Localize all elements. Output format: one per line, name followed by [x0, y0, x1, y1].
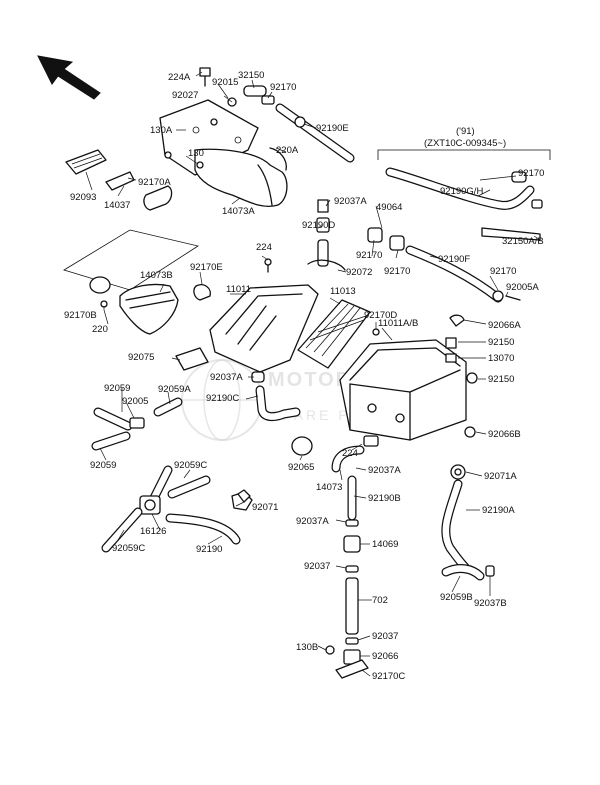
hose-92190F-group — [367, 227, 521, 303]
label-92059B: 92059B — [440, 592, 473, 603]
fasteners-group — [237, 258, 380, 503]
label-224: 224 — [256, 242, 272, 253]
label-92059C-bottom: 92059C — [112, 543, 145, 554]
air-filter-11013 — [297, 299, 371, 369]
right-fittings-group — [445, 314, 478, 480]
label-92190B: 92190B — [368, 493, 401, 504]
label-92170-variant: 92170 — [518, 168, 544, 179]
label-92005: 92005 — [122, 396, 148, 407]
label-92190: 92190 — [196, 544, 222, 555]
label-92170-mid: 92170 — [356, 250, 382, 261]
elbow-14073-group — [291, 435, 379, 473]
label-224A: 224A — [168, 72, 191, 83]
label-92071: 92071 — [252, 502, 278, 513]
label-14073A: 14073A — [222, 206, 255, 217]
label-92170D: 92170D — [364, 310, 397, 321]
label-14073B: 14073B — [140, 270, 173, 281]
label-14069: 14069 — [372, 539, 398, 550]
front-direction-arrow-icon — [37, 55, 101, 100]
label-92190D: 92190D — [302, 220, 335, 231]
label-92190C: 92190C — [206, 393, 239, 404]
part-labels: 224A 92015 32150 92027 92170 130A 92190E… — [64, 70, 544, 682]
label-92037: 92037 — [304, 561, 330, 572]
label-92066A: 92066A — [488, 320, 521, 331]
label-92037A-low: 92037A — [368, 465, 401, 476]
hose-92190C-group — [251, 371, 301, 422]
label-92170-right: 92170 — [490, 266, 516, 277]
label-220: 220 — [92, 324, 108, 335]
label-92190E: 92190E — [316, 123, 349, 134]
hose-92190A-group — [441, 479, 495, 581]
label-92170B: 92170B — [64, 310, 97, 321]
label-92005A: 92005A — [506, 282, 539, 293]
label-92170A: 92170A — [138, 177, 171, 188]
reed-valve-16126-group — [101, 465, 253, 553]
label-92066: 92066 — [372, 651, 398, 662]
label-92170E: 92170E — [190, 262, 223, 273]
label-92037B: 92037B — [474, 598, 507, 609]
label-92190F: 92190F — [438, 254, 470, 265]
label-92170-top: 92170 — [270, 82, 296, 93]
label-130: 130 — [188, 148, 204, 159]
label-92150-right: 92150 — [488, 374, 514, 385]
label-11013: 11013 — [330, 286, 356, 297]
label-92015: 92015 — [212, 77, 238, 88]
label-11011AB: 11011A/B — [378, 318, 418, 329]
left-hoses-group — [91, 397, 183, 451]
label-11011: 11011 — [226, 284, 251, 295]
label-variant-year: ('91) — [456, 126, 475, 137]
label-92072: 92072 — [346, 267, 372, 278]
label-92037-low: 92037 — [372, 631, 398, 642]
label-92170C: 92170C — [372, 671, 405, 682]
label-224-low: 224 — [342, 448, 358, 459]
label-92075: 92075 — [128, 352, 154, 363]
label-92065: 92065 — [288, 462, 314, 473]
label-14073: 14073 — [316, 482, 342, 493]
variant-hose-group — [377, 149, 551, 241]
label-49064: 49064 — [376, 202, 402, 213]
label-92190GH: 92190G/H — [440, 186, 483, 197]
label-92170-mid2: 92170 — [384, 266, 410, 277]
label-92150-top: 92150 — [488, 337, 514, 348]
label-92093: 92093 — [70, 192, 96, 203]
label-16126: 16126 — [140, 526, 166, 537]
leader-lines — [85, 71, 541, 677]
label-14037: 14037 — [104, 200, 130, 211]
label-92027: 92027 — [172, 90, 198, 101]
label-220A: 220A — [276, 145, 299, 156]
pad-92075 — [175, 347, 209, 371]
label-92059A: 92059A — [158, 384, 191, 395]
hose-92190D-group — [307, 199, 346, 271]
inlet-funnel-14073B — [89, 276, 211, 335]
label-92066B: 92066B — [488, 429, 521, 440]
label-92037A-mid: 92037A — [210, 372, 243, 383]
label-92190A: 92190A — [482, 505, 515, 516]
air-cleaner-case — [339, 339, 467, 441]
subassembly-outline — [63, 229, 200, 291]
label-92059-top: 92059 — [104, 383, 130, 394]
label-92071A: 92071A — [484, 471, 517, 482]
label-702: 702 — [372, 595, 388, 606]
label-variant-serial: (ZXT10C-009345~) — [424, 138, 506, 149]
label-92059-bottom: 92059 — [90, 460, 116, 471]
label-130A: 130A — [150, 125, 173, 136]
label-92059C-top: 92059C — [174, 460, 207, 471]
label-92037A-top: 92037A — [334, 196, 367, 207]
drain-assembly-group — [325, 475, 369, 679]
upper-inlet-duct-group — [65, 67, 355, 211]
label-130B: 130B — [296, 642, 318, 653]
label-32150: 32150 — [238, 70, 264, 81]
air-cleaner-cover-11011 — [209, 284, 319, 373]
label-13070: 13070 — [488, 353, 514, 364]
label-92037A-b: 92037A — [296, 516, 329, 527]
label-32150AB: 32150A/B — [502, 236, 544, 247]
